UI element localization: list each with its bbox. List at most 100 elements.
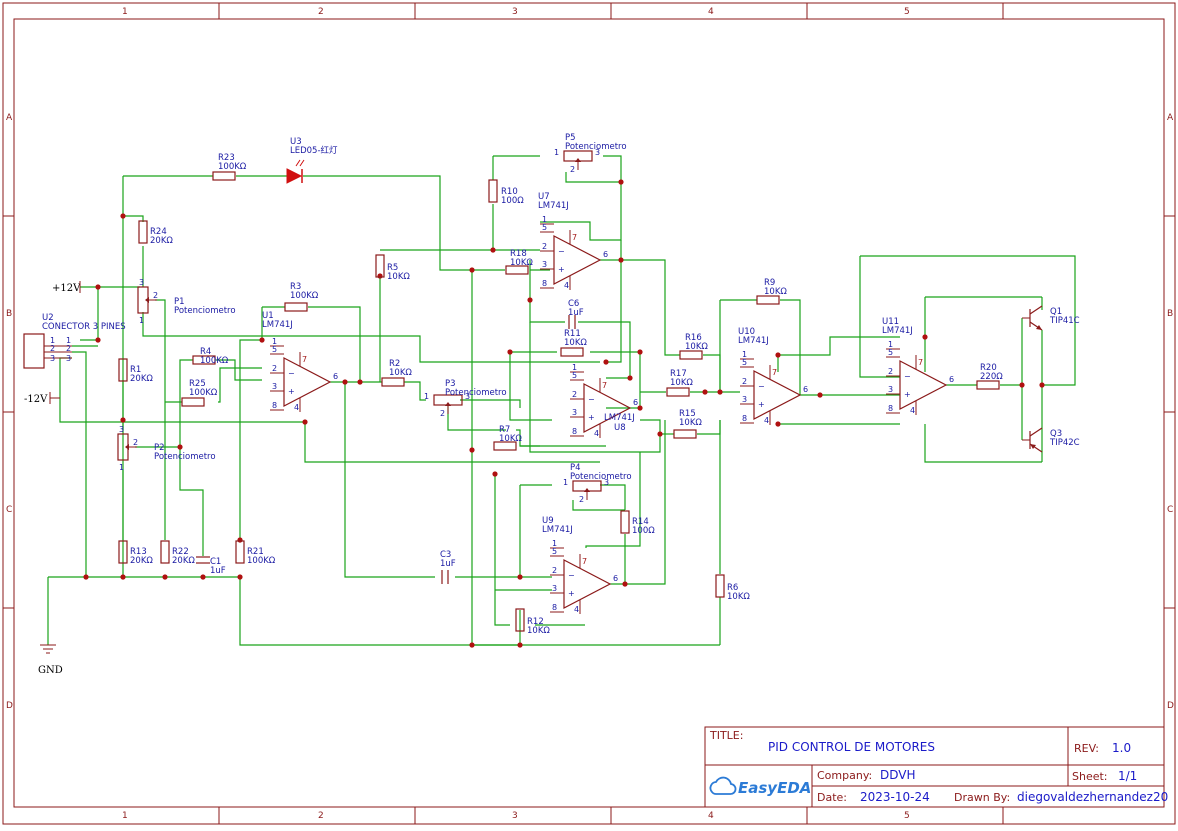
resistor-value: 20KΩ <box>150 236 173 246</box>
svg-text:3: 3 <box>139 278 144 287</box>
resistor-value: 100KΩ <box>290 291 319 301</box>
opamp-inverting-sign: − <box>568 571 575 580</box>
resistor-ref: R5 <box>387 263 398 273</box>
capacitor-value: 1uF <box>568 308 584 318</box>
capacitor-value: 1uF <box>210 566 226 576</box>
zone-col-5: 5 <box>904 7 910 17</box>
resistor-value: 10KΩ <box>685 342 708 352</box>
svg-text:6: 6 <box>613 574 618 583</box>
junctions <box>83 179 1045 648</box>
transistor-value: TIP41C <box>1049 316 1080 326</box>
svg-text:5: 5 <box>542 223 547 232</box>
date-value: 2023-10-24 <box>860 790 930 804</box>
svg-text:1: 1 <box>119 463 124 472</box>
resistor-value: 10KΩ <box>527 626 550 636</box>
svg-text:1: 1 <box>424 392 429 401</box>
opamp-value: LM741J <box>262 320 293 330</box>
svg-text:3: 3 <box>595 148 600 157</box>
svg-text:8: 8 <box>572 427 577 436</box>
potentiometer-ref: P2 <box>154 443 165 453</box>
opamp-inverting-sign: − <box>588 395 595 404</box>
easyeda-logo: EasyEDA <box>709 776 811 797</box>
svg-text:2: 2 <box>153 291 158 300</box>
svg-text:3: 3 <box>272 382 277 391</box>
svg-text:1: 1 <box>50 336 55 345</box>
opamp-inverting-sign: − <box>758 382 765 391</box>
svg-text:2: 2 <box>440 409 445 418</box>
potentiometer-ref: P4 <box>570 463 581 473</box>
zone-col-3: 3 <box>512 7 518 17</box>
resistor-value: 100KΩ <box>189 388 218 398</box>
svg-text:2: 2 <box>552 566 557 575</box>
company-value: DDVH <box>880 768 916 782</box>
zone-col-1: 1 <box>122 7 128 17</box>
opamp-noninverting-sign: + <box>758 400 765 409</box>
svg-text:2: 2 <box>133 438 138 447</box>
led-value: LED05-红灯 <box>290 145 338 156</box>
svg-text:5: 5 <box>572 371 577 380</box>
potentiometer-ref: P3 <box>445 379 456 389</box>
net-label-vcc: +12V <box>52 283 81 294</box>
resistor-ref: R15 <box>679 409 696 419</box>
transistor-ref: Q1 <box>1050 307 1062 317</box>
svg-text:7: 7 <box>302 355 307 364</box>
svg-text:8: 8 <box>552 603 557 612</box>
wires <box>47 155 1076 646</box>
zone-row-a-right: A <box>1167 113 1174 123</box>
components: R23100KΩR2420KΩR120KΩR1320KΩR2220KΩR2110… <box>117 133 1080 636</box>
resistor-value: 100KΩ <box>218 162 247 172</box>
resistor-value: 100Ω <box>501 196 524 206</box>
resistor-ref: R22 <box>172 547 189 557</box>
potentiometer-ref: P5 <box>565 133 576 143</box>
svg-text:4: 4 <box>594 429 599 438</box>
potentiometer-value: Potenciometro <box>154 452 216 462</box>
resistor-ref: R6 <box>727 583 738 593</box>
opamp-inverting-sign: − <box>558 247 565 256</box>
power-labels: +12V -12V GND <box>24 281 81 676</box>
resistor-ref: R18 <box>510 249 527 259</box>
opamp-value: LM741J <box>542 525 573 535</box>
svg-text:7: 7 <box>772 368 777 377</box>
resistor-value: 10KΩ <box>389 368 412 378</box>
title-block: TITLE: PID CONTROL DE MOTORES REV: 1.0 C… <box>704 726 1168 808</box>
cloud-icon <box>709 776 737 795</box>
svg-text:1: 1 <box>66 336 71 345</box>
zone-col-5-bottom: 5 <box>904 811 910 821</box>
zone-col-3-bottom: 3 <box>512 811 518 821</box>
resistor-value: 10KΩ <box>387 272 410 282</box>
resistor-ref: R7 <box>499 425 510 435</box>
svg-text:7: 7 <box>602 381 607 390</box>
resistor-ref: R4 <box>200 347 211 357</box>
svg-text:1: 1 <box>563 478 568 487</box>
resistor-ref: R13 <box>130 547 147 557</box>
net-label-gnd: GND <box>38 665 63 676</box>
rev-label: REV: <box>1074 742 1099 755</box>
resistor-ref: R21 <box>247 547 264 557</box>
resistor-value: 100KΩ <box>247 556 276 566</box>
resistor-ref: R20 <box>980 363 997 373</box>
resistor-ref: R9 <box>764 278 775 288</box>
svg-text:2: 2 <box>572 390 577 399</box>
svg-text:7: 7 <box>572 233 577 242</box>
svg-text:1: 1 <box>272 337 277 346</box>
zone-row-c: C <box>6 505 12 515</box>
opamp-value: LM741J <box>538 201 569 211</box>
drawn-by-label: Drawn By: <box>954 791 1010 804</box>
